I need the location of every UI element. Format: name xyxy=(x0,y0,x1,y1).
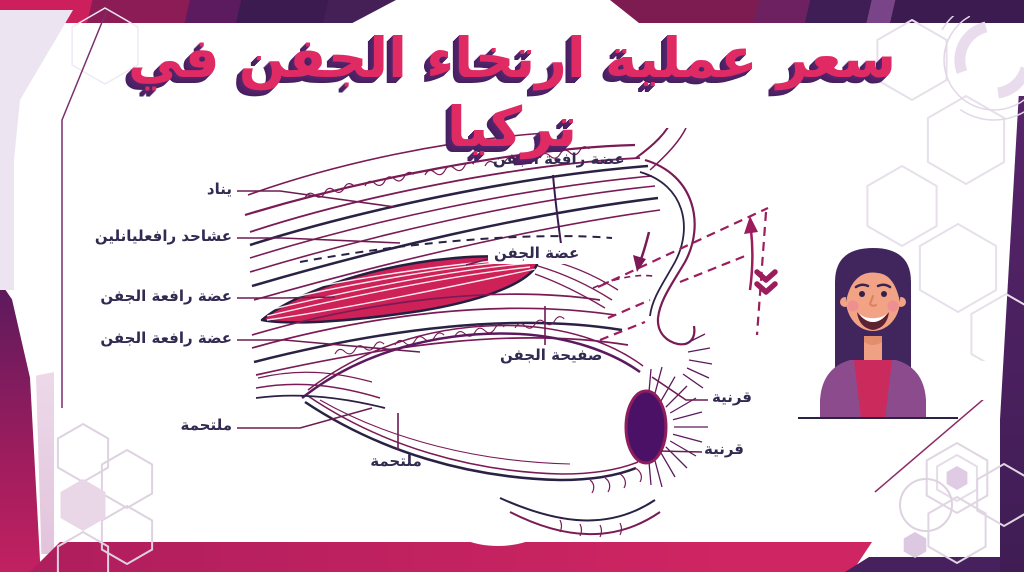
label-tendon-left: يناد xyxy=(206,180,232,198)
blush-left xyxy=(847,300,859,312)
bottom-crimson-band-decoration xyxy=(30,542,872,572)
teeth xyxy=(859,313,887,322)
label-cornea-bottom: قرنية xyxy=(704,440,745,458)
ground-line-decoration xyxy=(798,417,958,419)
left-pink-strip-decoration xyxy=(36,372,54,554)
inner-top xyxy=(854,360,892,418)
top-left-panel-decoration xyxy=(0,7,139,408)
tech-circle-decoration xyxy=(933,16,1024,121)
eyelid-fold xyxy=(592,128,713,389)
bottom-right-purple-band-decoration xyxy=(845,557,1024,572)
eye-anatomy-diagram xyxy=(237,128,778,546)
top-bar-right-decoration xyxy=(610,0,1024,23)
bottom-left-hexagon-decoration xyxy=(56,422,154,572)
label-lid-muscle: عضة الجفن xyxy=(488,243,586,264)
label-conjunctiva-left: ملتحمة xyxy=(180,416,233,434)
label-conjunctiva-bottom: ملتحمة xyxy=(370,452,422,470)
label-pointer-lines xyxy=(237,190,708,453)
label-tarsal-plate: صفيحة الجفن xyxy=(500,346,603,364)
measurement-annotations xyxy=(597,207,778,342)
page-title: سعر عملية ارتخاء الجفن في تركيا xyxy=(127,26,897,159)
eyebrows xyxy=(854,283,892,289)
mouth xyxy=(857,312,889,330)
hair-fringe xyxy=(845,256,901,302)
eyeball xyxy=(400,350,596,546)
label-aponeurosis-left: عشاحد رافعليانلين xyxy=(94,227,232,245)
down-arrow-icon xyxy=(633,231,651,272)
eye-opening xyxy=(255,324,644,482)
double-chevron-down-icon xyxy=(754,269,778,295)
levator-muscle-shape xyxy=(260,255,539,324)
top-bar-left-decoration xyxy=(0,0,396,23)
lower-lid-layers xyxy=(251,257,629,376)
blush-right xyxy=(887,300,899,312)
label-levator-left-1: عضة رافعة الجفن xyxy=(100,287,232,305)
up-arrow-icon xyxy=(744,216,758,291)
nose xyxy=(868,295,877,307)
upper-lid-layers xyxy=(244,132,661,301)
label-cornea-top: قرنية xyxy=(712,388,753,406)
iris xyxy=(624,366,708,488)
lower-lid-band xyxy=(499,467,661,538)
eye-right xyxy=(881,291,887,297)
label-levator-top: عضة رافعة الجفن xyxy=(493,150,625,168)
bottom-right-hexagon-decoration xyxy=(874,400,1024,565)
woman-illustration xyxy=(820,248,926,418)
eye-left xyxy=(859,291,865,297)
label-levator-left-2: عضة رافعة الجفن xyxy=(100,329,232,347)
top-right-hexagon-decoration xyxy=(866,16,1024,361)
